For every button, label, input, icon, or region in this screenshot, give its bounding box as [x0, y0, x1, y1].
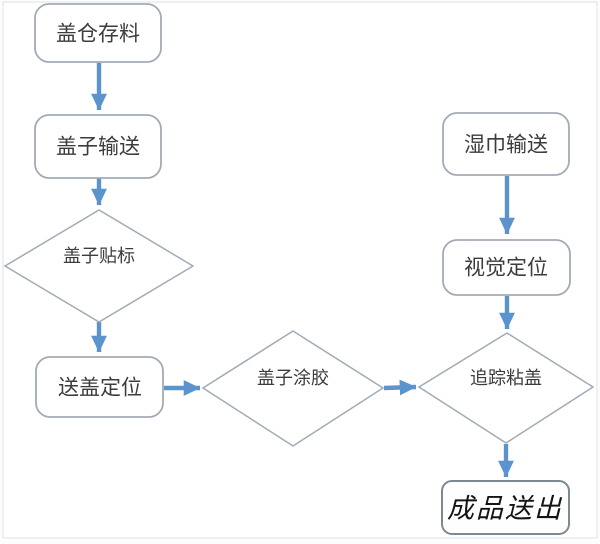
node-cover-feed-position-label: 送盖定位: [58, 377, 142, 400]
node-cover-storage-label: 盖仓存料: [56, 23, 140, 46]
node-cover-storage-shape: [34, 3, 162, 63]
flow-arrows: [91, 63, 515, 478]
node-vision-position-label: 视觉定位: [464, 257, 548, 280]
node-cover-feed-position: 送盖定位: [35, 356, 164, 418]
node-cover-gluing: 盖子涂胶: [201, 330, 385, 447]
node-vision-position-shape: [442, 239, 571, 296]
node-wipes-convey: 湿巾输送: [442, 112, 570, 176]
node-product-output-label: 成品送出: [447, 494, 563, 525]
node-tracking-capping: 追踪粘盖: [417, 332, 595, 444]
node-cover-gluing-shape: [201, 330, 385, 447]
node-cover-labeling-label: 盖子贴标: [63, 246, 135, 266]
node-tracking-capping-shape: [417, 332, 595, 444]
node-vision-position: 视觉定位: [442, 239, 571, 296]
node-product-output-shape: [441, 480, 570, 535]
node-cover-labeling-shape: [3, 209, 195, 323]
node-cover-convey-shape: [34, 114, 162, 179]
node-cover-storage: 盖仓存料: [34, 3, 162, 63]
node-tracking-capping-label: 追踪粘盖: [470, 368, 542, 388]
node-wipes-convey-shape: [442, 112, 570, 176]
node-wipes-convey-label: 湿巾输送: [464, 134, 548, 157]
node-product-output: 成品送出: [441, 480, 570, 535]
node-cover-convey-label: 盖子输送: [56, 136, 140, 159]
node-cover-gluing-label: 盖子涂胶: [257, 368, 329, 388]
node-cover-feed-position-shape: [35, 356, 164, 418]
node-cover-labeling: 盖子贴标: [3, 209, 195, 323]
arrow-cover-gluing-to-tracking-capping: [383, 379, 417, 396]
node-cover-convey: 盖子输送: [34, 114, 162, 179]
